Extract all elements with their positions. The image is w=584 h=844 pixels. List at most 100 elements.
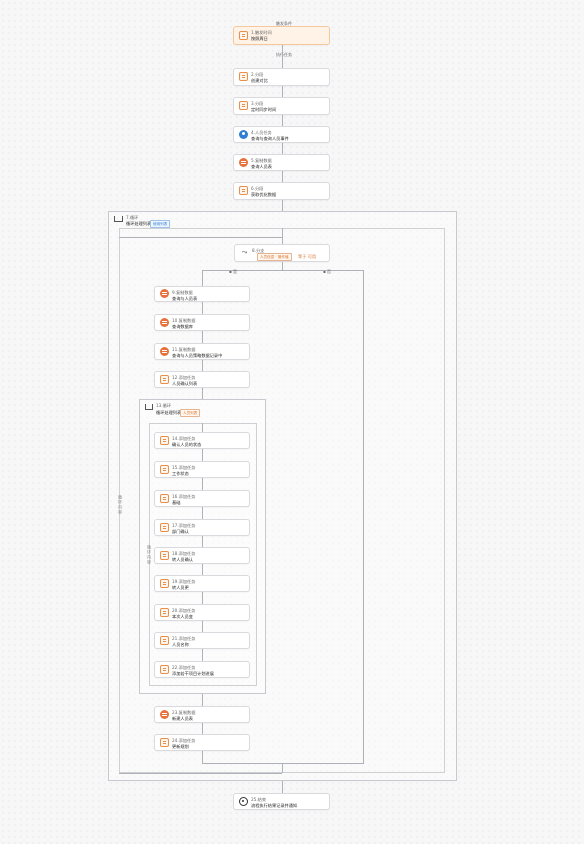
- step-node-11[interactable]: 11.复制数据 查询与人员策略数据记录中: [154, 343, 250, 360]
- trigger-node[interactable]: 1.触发时间 按照周日: [233, 26, 330, 45]
- node-step: 10.复制数据: [172, 318, 196, 323]
- node-desc: 定时同步时间: [251, 107, 277, 112]
- node-desc: 新建人员表: [172, 716, 193, 721]
- trigger-condition-caption: 触发条件: [276, 21, 292, 26]
- node-desc: 创建对比: [251, 78, 268, 83]
- loop-desc: 循环处理列表: [156, 410, 182, 415]
- no-label: 否: [326, 269, 331, 274]
- node-desc: 转人员确认: [172, 557, 193, 562]
- branch-condition-tag: 人员信息 · 操作值: [257, 253, 292, 261]
- step-node-20[interactable]: 20.添加任务 本次人员变: [154, 604, 250, 621]
- node-step: 22.添加任务: [172, 665, 196, 670]
- step-node-14[interactable]: 14.添加任务 确认人员的状态: [154, 432, 250, 449]
- node-step: 23.复制数据: [172, 710, 196, 715]
- node-step: 11.复制数据: [172, 347, 196, 352]
- node-step: 16.添加任务: [172, 494, 196, 499]
- connector: [202, 478, 203, 490]
- connector: [202, 270, 203, 286]
- document-icon: [160, 737, 169, 747]
- node-desc: 工作状态: [172, 471, 189, 476]
- step-node-6[interactable]: 6.分段 获取优化数据: [233, 182, 330, 200]
- connector: [202, 564, 203, 575]
- connector: [282, 45, 283, 68]
- step-node-12[interactable]: 12.添加任务 人员确认列表: [154, 371, 250, 388]
- node-step: 25.结束: [251, 797, 267, 802]
- end-icon: [239, 796, 248, 806]
- node-step: 20.添加任务: [172, 608, 196, 613]
- document-icon: [160, 493, 169, 503]
- no-branch-line: [363, 270, 364, 763]
- step-node-23[interactable]: 23.复制数据 新建人员表: [154, 706, 250, 723]
- step-node-3[interactable]: 3.分段 定时同步时间: [233, 97, 330, 115]
- step-node-22[interactable]: 22.添加任务 添加若干项目计划进展: [154, 661, 250, 678]
- loop-title: 13.循环: [156, 403, 172, 408]
- step-node-19[interactable]: 19.添加任务 转人员更: [154, 575, 250, 592]
- step-node-21[interactable]: 21.添加任务 人员名称: [154, 632, 250, 649]
- node-step: 15.添加任务: [172, 465, 196, 470]
- document-icon: [160, 464, 169, 474]
- connector: [202, 302, 203, 314]
- connector: [202, 621, 203, 632]
- connector: [282, 115, 283, 126]
- step-node-2[interactable]: 2.分段 创建对比: [233, 68, 330, 86]
- connector: [202, 360, 203, 371]
- node-step: 12.添加任务: [172, 375, 196, 380]
- loop-title: 7.循环: [126, 215, 139, 220]
- document-icon: [160, 607, 169, 617]
- connector: [282, 171, 283, 182]
- loop-icon: [114, 216, 123, 222]
- inner-loop-caption: 循环内容: [147, 545, 152, 565]
- node-desc: 本次人员变: [172, 614, 193, 619]
- node-desc: 添加若干项目计划进展: [172, 671, 214, 676]
- document-icon: [160, 635, 169, 645]
- end-node[interactable]: 25.结束 流程执行结果记录并通知: [233, 793, 330, 810]
- loop-desc: 循环处理列表: [126, 221, 152, 226]
- connector: [202, 763, 364, 764]
- document-icon: [160, 522, 169, 532]
- inner-loop-body: [149, 423, 257, 686]
- node-step: 9.复制数据: [172, 290, 193, 295]
- connector: [202, 331, 203, 343]
- step-node-24[interactable]: 24.添加任务 更新规划: [154, 734, 250, 751]
- node-step: 2.分段: [251, 72, 264, 77]
- connector: [202, 592, 203, 604]
- document-icon: [160, 435, 169, 445]
- node-step: 3.分段: [251, 101, 264, 106]
- node-desc: 查询与查询人员事件: [251, 136, 289, 141]
- step-node-5[interactable]: 5.复制数据 查询人员表: [233, 154, 330, 171]
- document-icon: [160, 664, 169, 674]
- loop-icon: [145, 404, 153, 410]
- node-desc: 查询数据库: [172, 324, 193, 329]
- node-step: 18.添加任务: [172, 551, 196, 556]
- step-node-4[interactable]: 4.人员任务 查询与查询人员事件: [233, 126, 330, 143]
- node-desc: 人员名称: [172, 642, 189, 647]
- node-step: 21.添加任务: [172, 636, 196, 641]
- connector: [202, 270, 363, 271]
- connector: [202, 507, 203, 519]
- step-node-17[interactable]: 17.添加任务 部门确认: [154, 519, 250, 536]
- connector: [282, 781, 283, 793]
- database-icon: [239, 157, 248, 167]
- step-node-16[interactable]: 16.添加任务 基础: [154, 490, 250, 507]
- step-node-9[interactable]: 9.复制数据 查询与人员表: [154, 286, 250, 302]
- document-icon: [160, 578, 169, 588]
- node-desc: 获取优化数据: [251, 192, 277, 197]
- document-icon: [239, 101, 248, 110]
- step-node-18[interactable]: 18.添加任务 转人员确认: [154, 547, 250, 564]
- node-desc: 确认人员的状态: [172, 442, 202, 447]
- connector: [282, 86, 283, 97]
- node-desc: 流程执行结果记录并通知: [251, 803, 298, 808]
- node-desc: 基础: [172, 500, 181, 505]
- node-desc: 查询与人员策略数据记录中: [172, 353, 223, 358]
- document-icon: [239, 72, 248, 81]
- branch-node[interactable]: ⤳ 8.分支 人员信息 · 操作值 等于 可用: [234, 244, 330, 262]
- step-node-15[interactable]: 15.添加任务 工作状态: [154, 461, 250, 478]
- user-task-icon: [239, 129, 248, 139]
- node-step: 8.分支: [252, 248, 265, 253]
- connector: [202, 536, 203, 547]
- connector: [202, 649, 203, 661]
- connector: [119, 237, 282, 238]
- step-node-10[interactable]: 10.复制数据 查询数据库: [154, 314, 250, 331]
- connector: [202, 388, 203, 399]
